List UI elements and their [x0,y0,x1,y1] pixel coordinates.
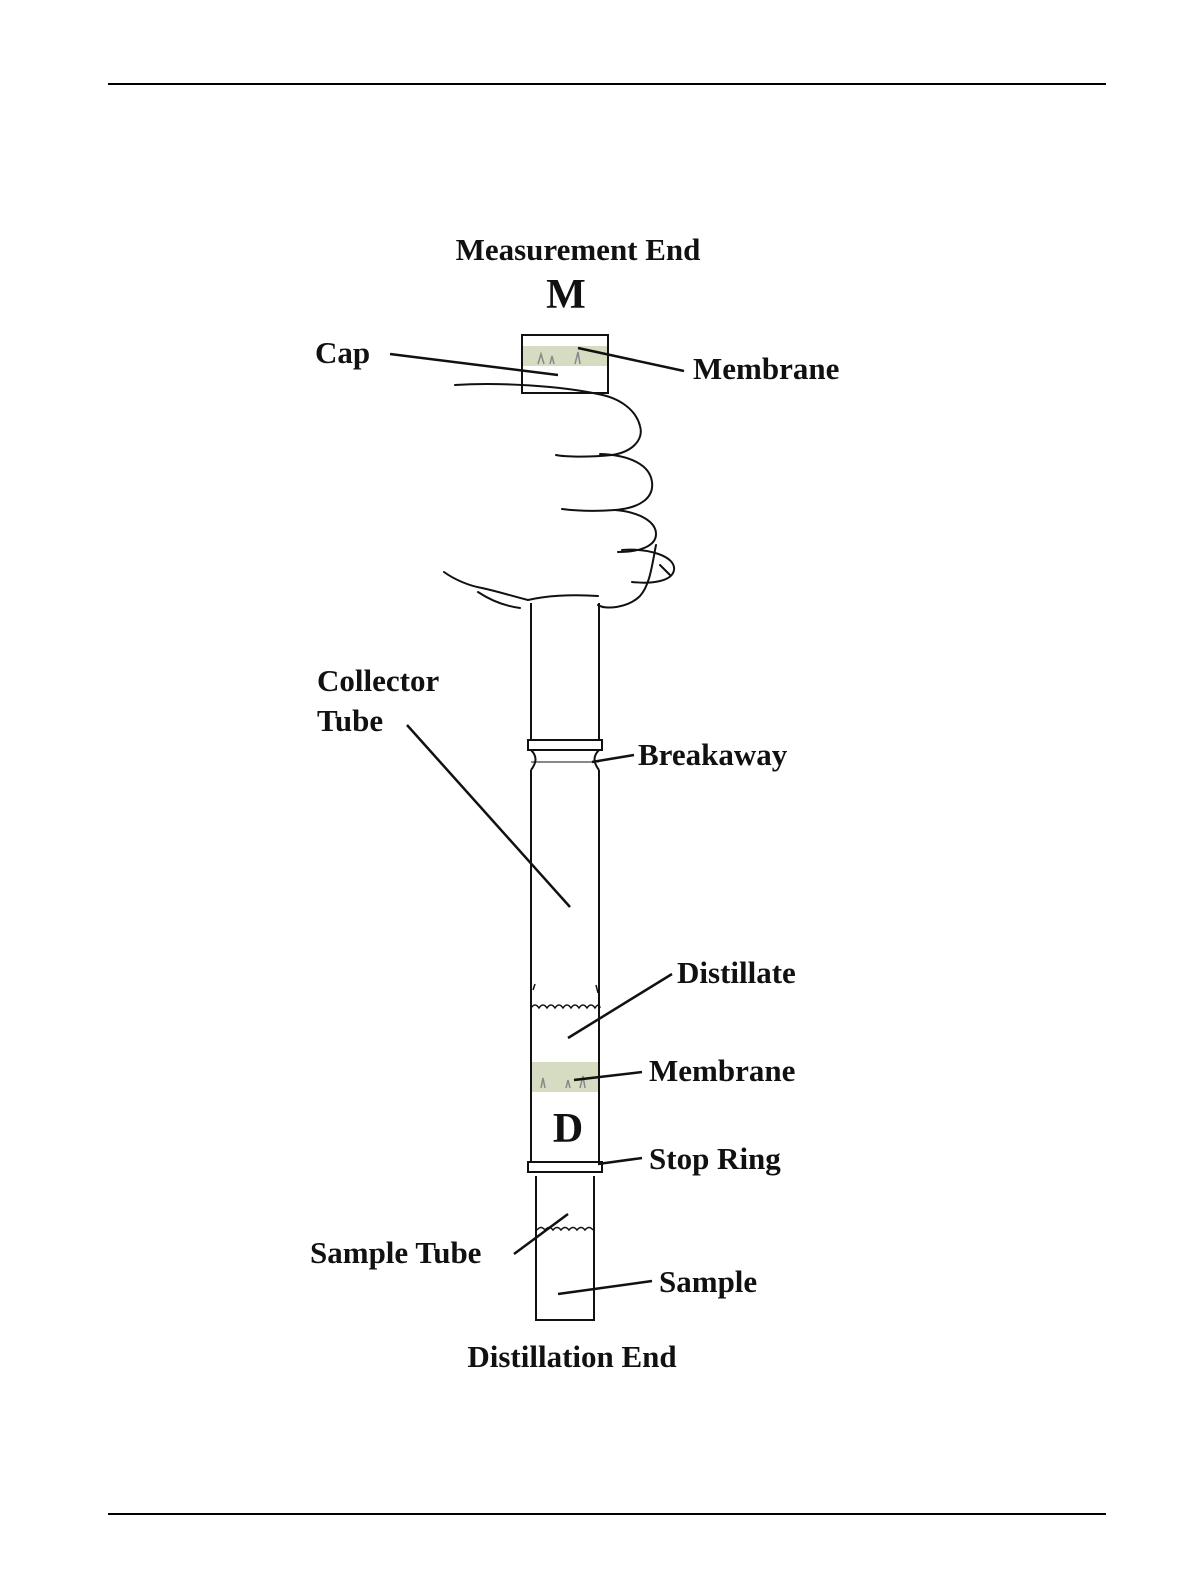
breakaway-label: Breakaway [638,737,788,772]
distillate-surface [531,1005,600,1008]
cap [522,335,608,393]
distillation-end-letter: D [553,1106,583,1152]
collector-tube-leader [407,725,570,907]
sample-tube-body [536,1176,594,1320]
stop-ring-label: Stop Ring [649,1141,781,1176]
sample-label: Sample [659,1264,757,1299]
distillate-leader [568,974,672,1038]
distillation-end-title: Distillation End [467,1339,676,1374]
distillate-label: Distillate [677,955,796,990]
collector-tube-label-line1: Collector [317,663,439,698]
cap-label: Cap [315,335,370,370]
membrane-top-band [523,346,607,366]
collector-tube-label-line2: Tube [317,703,383,738]
stop-ring-leader [598,1158,642,1164]
membrane-lower [532,1062,598,1092]
sample-tube-label: Sample Tube [310,1235,481,1270]
membrane-top-label: Membrane [693,351,839,386]
stop-ring [528,1162,602,1172]
sample-tube-leader [514,1214,568,1254]
breakaway-leader [592,755,634,762]
hand-illustration [444,384,674,608]
measurement-end-letter: M [546,272,586,318]
sample-leader [558,1281,652,1294]
membrane-bottom-label: Membrane [649,1053,795,1088]
measurement-end-title: Measurement End [456,232,701,267]
